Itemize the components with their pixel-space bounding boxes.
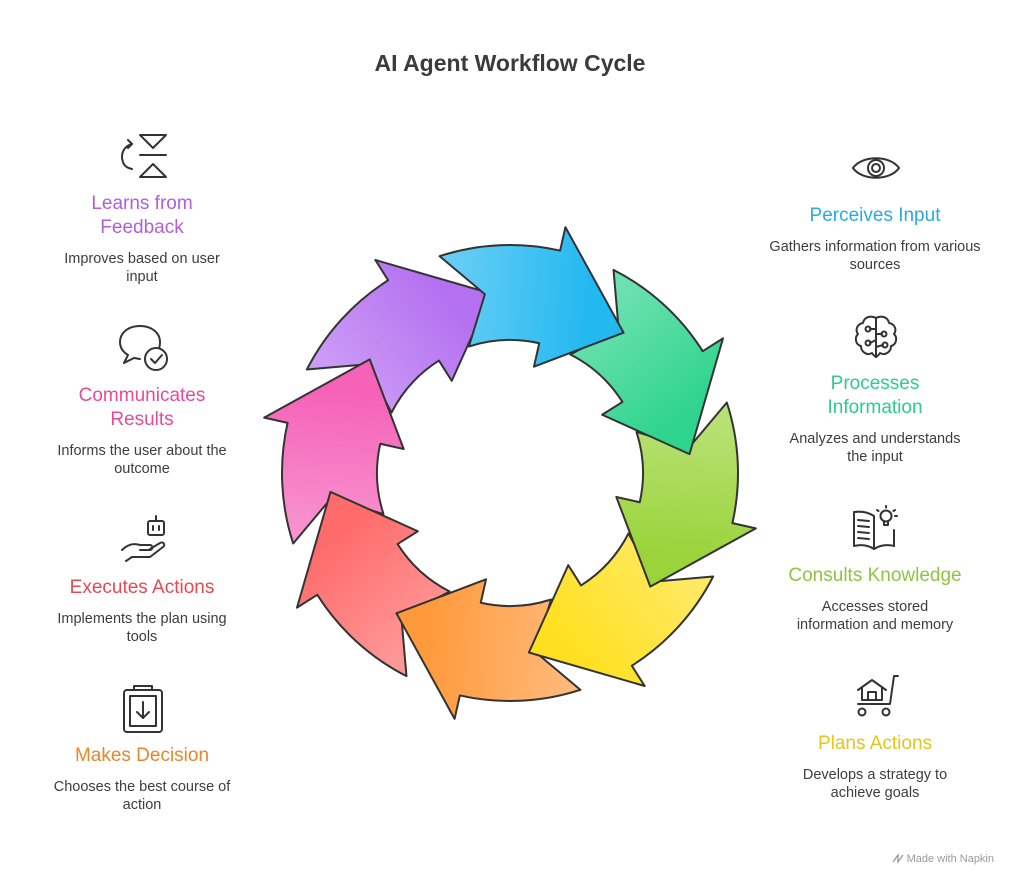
- step-description: Implements the plan using tools: [57, 611, 227, 645]
- feedback-loop-icon: [121, 134, 167, 178]
- step-makes-decision: Makes Decision Chooses the best course o…: [32, 744, 252, 814]
- step-description: Improves based on user input: [64, 251, 220, 285]
- step-title: Processes Information: [827, 373, 923, 418]
- step-description: Develops a strategy to achieve goals: [802, 767, 948, 801]
- chat-check-icon: [119, 325, 168, 371]
- cycle-arrow-3: [615, 401, 757, 588]
- step-communicates-results: Communicates Results Informs the user ab…: [32, 384, 252, 478]
- step-title: Plans Actions: [817, 733, 933, 754]
- step-description: Analyzes and understands the input: [789, 431, 961, 465]
- napkin-logo-icon: [891, 852, 904, 865]
- watermark-text: Made with Napkin: [906, 853, 994, 865]
- step-learns-from-feedback: Learns from Feedback Improves based on u…: [32, 192, 252, 286]
- cycle-arrow-4: [527, 532, 715, 688]
- book-lightbulb-icon: [853, 505, 898, 550]
- step-description: Chooses the best course of action: [53, 779, 231, 813]
- step-processes-information: Processes Information Analyzes and under…: [765, 372, 985, 466]
- step-title: Makes Decision: [74, 745, 210, 766]
- step-consults-knowledge: Consults Knowledge Accesses stored infor…: [765, 564, 985, 634]
- robot-hand-icon: [121, 515, 166, 562]
- step-title: Consults Knowledge: [788, 565, 962, 586]
- house-cart-icon: [857, 675, 899, 717]
- step-title: Communicates Results: [78, 385, 206, 430]
- step-executes-actions: Executes Actions Implements the plan usi…: [32, 576, 252, 646]
- cycle-arrow-1: [438, 226, 625, 368]
- brain-circuit-icon: [854, 315, 898, 358]
- step-title: Perceives Input: [809, 205, 941, 226]
- step-title: Executes Actions: [69, 577, 215, 598]
- step-plans-actions: Plans Actions Develops a strategy to ach…: [765, 732, 985, 802]
- step-description: Gathers information from various sources: [769, 239, 981, 273]
- step-perceives-input: Perceives Input Gathers information from…: [765, 204, 985, 274]
- eye-icon: [852, 157, 900, 179]
- cycle-arrow-2: [569, 268, 725, 456]
- step-description: Accesses stored information and memory: [796, 599, 954, 633]
- step-title: Learns from Feedback: [91, 193, 193, 238]
- cycle-arrow-7: [263, 358, 405, 545]
- clipboard-download-icon: [123, 685, 163, 733]
- watermark: Made with Napkin: [891, 852, 994, 865]
- cycle-arrow-5: [395, 578, 582, 720]
- page-title: AI Agent Workflow Cycle: [374, 50, 646, 76]
- step-description: Informs the user about the outcome: [57, 443, 227, 477]
- cycle-arrow-6: [295, 490, 451, 678]
